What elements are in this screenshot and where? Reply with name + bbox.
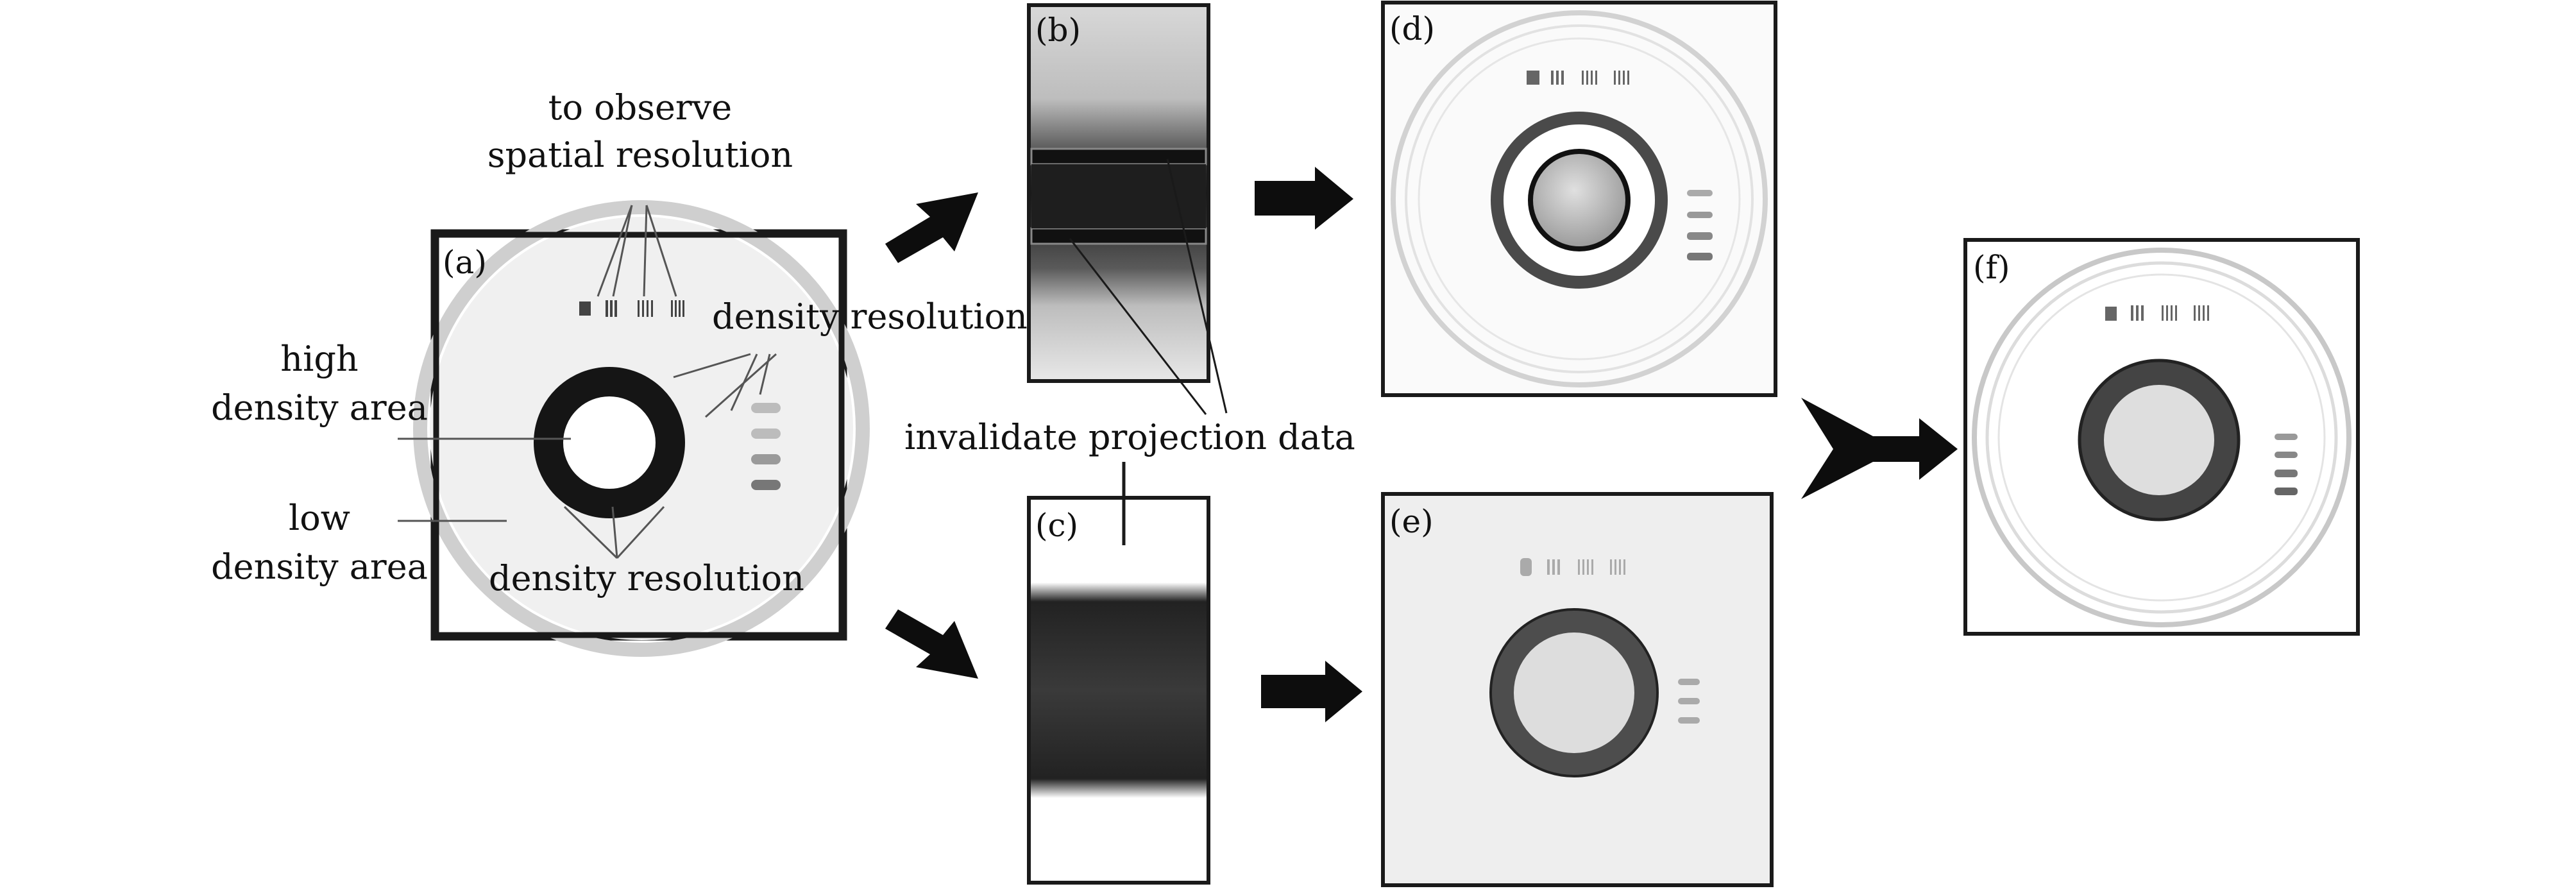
panel-d: (d) bbox=[1381, 1, 1777, 397]
invalidate-pointers bbox=[1069, 158, 1228, 545]
low-label-line1: low bbox=[289, 498, 350, 538]
invalidate-label: invalidate projection data bbox=[904, 417, 1355, 457]
arrow-c-to-e bbox=[1261, 661, 1362, 722]
arrow-merge-to-f bbox=[1801, 398, 1958, 499]
spatial-label-line1: to observe bbox=[548, 87, 732, 128]
panel-a-annotations bbox=[398, 205, 777, 559]
panel-a: (a) bbox=[413, 200, 870, 657]
panel-c-tag: (c) bbox=[1035, 507, 1078, 544]
panel-f-tag: (f) bbox=[1973, 249, 2010, 286]
invalid-band-lower bbox=[1030, 227, 1207, 245]
density-label-bottom: density resolution bbox=[489, 558, 804, 598]
low-label-line2: density area bbox=[211, 547, 428, 587]
panel-c: (c) bbox=[1027, 496, 1210, 885]
invalid-band-upper bbox=[1030, 148, 1207, 165]
density-label-top: density resolution bbox=[712, 296, 1028, 337]
panel-b: (b) bbox=[1027, 3, 1210, 383]
reconstructed-ring-f bbox=[2081, 362, 2237, 518]
arrow-a-to-c bbox=[885, 609, 978, 679]
inner-disc-d bbox=[1528, 149, 1631, 251]
arrow-a-to-b bbox=[885, 192, 978, 263]
arrow-b-to-d bbox=[1255, 167, 1353, 230]
high-density-ring bbox=[534, 367, 685, 518]
spatial-resolution-bars bbox=[579, 300, 684, 317]
high-label-line1: high bbox=[280, 339, 358, 379]
panel-e: (e) bbox=[1381, 492, 1774, 887]
panel-e-tag: (e) bbox=[1389, 503, 1434, 540]
panel-a-tag: (a) bbox=[443, 244, 487, 281]
phantom-outer-ring bbox=[413, 200, 870, 657]
panel-c-sinogram bbox=[1027, 496, 1210, 885]
spatial-label-line2: spatial resolution bbox=[487, 135, 793, 175]
density-resolution-dots bbox=[751, 403, 781, 490]
panel-f: (f) bbox=[1963, 238, 2360, 636]
reconstructed-ring-e bbox=[1491, 609, 1657, 776]
panel-d-tag: (d) bbox=[1389, 10, 1435, 47]
high-label-line2: density area bbox=[211, 387, 428, 428]
panel-b-tag: (b) bbox=[1035, 12, 1081, 49]
